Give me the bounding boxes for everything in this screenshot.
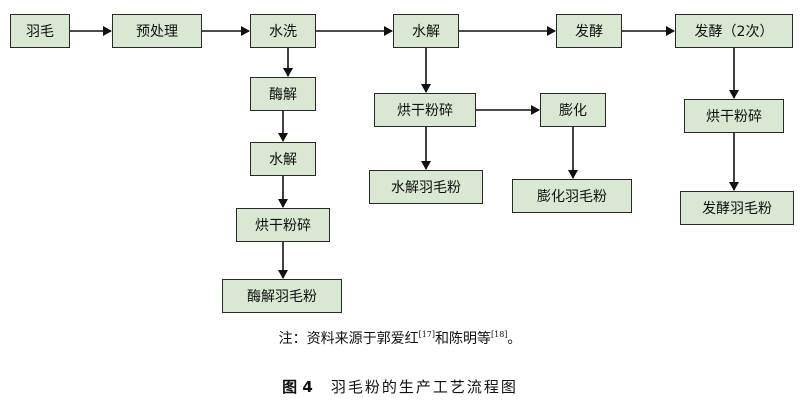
node-dry-crush-fermentation-branch: 烘干粉碎 xyxy=(684,99,784,133)
figure-caption: 图 4 羽毛粉的生产工艺流程图 xyxy=(0,376,800,397)
node-puffed-feather-meal: 膨化羽毛粉 xyxy=(512,179,632,213)
source-note: 注：资料来源于郭爱红[17]和陈明等[18]。 xyxy=(0,328,800,348)
node-hydrolysis-enzyme-branch: 水解 xyxy=(250,142,316,176)
note-suffix: 。 xyxy=(507,331,522,347)
node-fermentation: 发酵 xyxy=(556,14,622,48)
node-fermented-feather-meal: 发酵羽毛粉 xyxy=(680,191,794,225)
node-water-wash: 水洗 xyxy=(250,14,316,48)
node-hydrolysis: 水解 xyxy=(393,14,459,48)
node-puffing: 膨化 xyxy=(540,93,606,127)
node-hydrolyzed-feather-meal: 水解羽毛粉 xyxy=(369,170,483,204)
node-dry-crush-enzyme-branch: 烘干粉碎 xyxy=(236,208,330,242)
node-fermentation-twice: 发酵（2次） xyxy=(675,14,793,48)
figure-title: 羽毛粉的生产工艺流程图 xyxy=(330,378,518,396)
figure-number: 图 4 xyxy=(282,378,313,396)
node-pretreatment: 预处理 xyxy=(112,14,202,48)
node-dry-crush-hydrolysis-branch: 烘干粉碎 xyxy=(374,93,476,127)
note-ref-17: [17] xyxy=(418,330,435,339)
note-ref-18: [18] xyxy=(491,330,508,339)
node-enzymolysis: 酶解 xyxy=(250,77,316,111)
note-middle: 和陈明等 xyxy=(435,331,491,347)
node-feather: 羽毛 xyxy=(10,14,70,48)
node-enzymatic-feather-meal: 酶解羽毛粉 xyxy=(222,279,342,313)
note-prefix: 注：资料来源于郭爱红 xyxy=(278,331,419,347)
